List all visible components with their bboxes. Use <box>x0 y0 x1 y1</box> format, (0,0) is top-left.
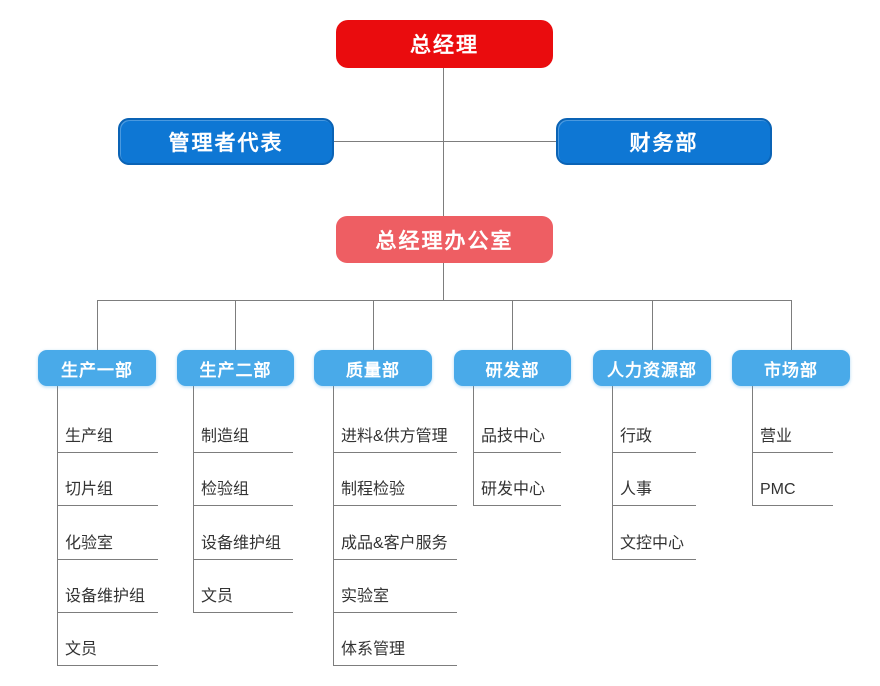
leaf-node: 成品&客户服务 <box>333 524 457 560</box>
spine-dept-4 <box>473 386 474 506</box>
connector-drop-dept-5 <box>652 300 653 350</box>
leaf-node: 人事 <box>612 470 696 506</box>
spine-dept-2 <box>193 386 194 613</box>
node-general-manager-office: 总经理办公室 <box>336 216 553 263</box>
spine-dept-3 <box>333 386 334 666</box>
leaf-node: 设备维护组 <box>193 524 293 560</box>
leaf-node: 研发中心 <box>473 470 561 506</box>
connector-drop-dept-3 <box>373 300 374 350</box>
spine-dept-1 <box>57 386 58 666</box>
leaf-node: 制造组 <box>193 417 293 453</box>
leaf-node: 生产组 <box>57 417 158 453</box>
node-general-manager: 总经理 <box>336 20 553 68</box>
node-dept-marketing: 市场部 <box>732 350 850 386</box>
leaf-node: 体系管理 <box>333 630 457 666</box>
leaf-node: 文员 <box>193 577 293 613</box>
leaf-node: 检验组 <box>193 470 293 506</box>
leaf-node: 营业 <box>752 417 833 453</box>
leaf-node: PMC <box>752 470 833 506</box>
leaf-node: 品技中心 <box>473 417 561 453</box>
leaf-node: 进料&供方管理 <box>333 417 457 453</box>
node-dept-production-2: 生产二部 <box>177 350 294 386</box>
leaf-node: 行政 <box>612 417 696 453</box>
leaf-node: 设备维护组 <box>57 577 158 613</box>
leaf-node: 实验室 <box>333 577 457 613</box>
spine-dept-6 <box>752 386 753 506</box>
node-finance-department: 财务部 <box>556 118 772 165</box>
connector-drop-dept-1 <box>97 300 98 350</box>
connector-drop-dept-2 <box>235 300 236 350</box>
connector-level2-horizontal <box>334 141 556 142</box>
node-dept-quality: 质量部 <box>314 350 432 386</box>
leaf-node: 制程检验 <box>333 470 457 506</box>
leaf-node: 文员 <box>57 630 158 666</box>
leaf-node: 切片组 <box>57 470 158 506</box>
connector-drop-dept-4 <box>512 300 513 350</box>
connector-root-to-office <box>443 68 444 216</box>
node-dept-hr: 人力资源部 <box>593 350 711 386</box>
spine-dept-5 <box>612 386 613 560</box>
node-management-representative: 管理者代表 <box>118 118 334 165</box>
node-dept-production-1: 生产一部 <box>38 350 156 386</box>
connector-department-bus <box>97 300 791 301</box>
connector-office-to-bus <box>443 263 444 300</box>
leaf-node: 化验室 <box>57 524 158 560</box>
connector-drop-dept-6 <box>791 300 792 350</box>
leaf-node: 文控中心 <box>612 524 696 560</box>
node-dept-rnd: 研发部 <box>454 350 571 386</box>
